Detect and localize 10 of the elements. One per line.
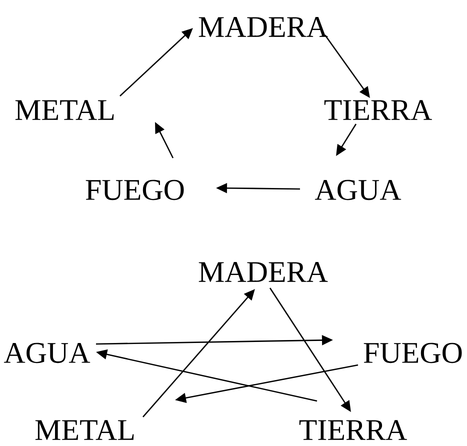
element-label: AGUA [4, 342, 90, 364]
element-label: FUEGO [86, 180, 184, 200]
element-label: TIERRA [324, 100, 432, 120]
element-label: MADERA [198, 17, 328, 37]
element-label: METAL [15, 100, 114, 120]
element-label: MADERA [198, 262, 328, 282]
element-label: FUEGO [364, 342, 462, 364]
element-label: AGUA [314, 180, 402, 200]
element-label: METAL [35, 420, 134, 440]
element-label: TIERRA [299, 420, 407, 440]
